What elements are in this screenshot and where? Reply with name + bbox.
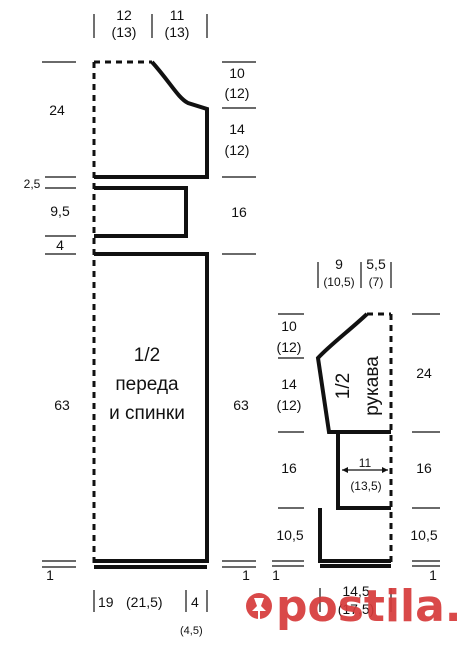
sleeve-left-14: 14 bbox=[281, 376, 297, 392]
sleeve-right-16: 16 bbox=[416, 460, 432, 476]
body-top-left: 12 bbox=[116, 7, 132, 23]
body-left-4: 4 bbox=[56, 237, 64, 253]
sleeve-width-value-alt: (13,5) bbox=[350, 479, 381, 493]
body-left-2-5: 2,5 bbox=[24, 177, 41, 191]
sleeve-top-right-alt: (7) bbox=[369, 275, 384, 289]
sleeve-top-left-alt: (10,5) bbox=[323, 275, 354, 289]
sleeve-left-10-5: 10,5 bbox=[276, 527, 303, 543]
body-right-10: 10 bbox=[229, 65, 245, 81]
body-right-14: 14 bbox=[229, 121, 245, 137]
sleeve-top-right: 5,5 bbox=[366, 256, 386, 272]
body-top-right-alt: (13) bbox=[165, 24, 190, 40]
sleeve-left-1: 1 bbox=[272, 567, 280, 583]
body-top-left-alt: (13) bbox=[112, 24, 137, 40]
body-armhole-outline bbox=[94, 60, 209, 179]
sleeve-body-outline bbox=[336, 432, 391, 510]
sleeve-right-24: 24 bbox=[416, 365, 432, 381]
body-bottom-side: 4 bbox=[191, 594, 199, 610]
body-left-9-5: 9,5 bbox=[50, 203, 70, 219]
sleeve-bottom-main-alt: (17,5) bbox=[338, 601, 375, 617]
body-labels: 1/2 переда и спинки 12 (13) 11 (13) 24 2… bbox=[24, 7, 250, 637]
pin-icon bbox=[246, 593, 272, 619]
sleeve-title-line1: 1/2 bbox=[333, 373, 354, 399]
body-left-1: 1 bbox=[46, 567, 54, 583]
body-bottom-side-alt: (4,5) bbox=[180, 625, 203, 637]
sleeve-piece bbox=[315, 312, 393, 568]
body-main-outline bbox=[94, 252, 209, 563]
body-reference-lines bbox=[42, 14, 256, 612]
body-left-63: 63 bbox=[54, 397, 70, 413]
sleeve-right-10-5: 10,5 bbox=[410, 527, 437, 543]
sleeve-left-16: 16 bbox=[281, 460, 297, 476]
body-top-right: 11 bbox=[170, 7, 185, 23]
sleeve-left-14-alt: (12) bbox=[277, 397, 302, 413]
body-yoke-band-outline bbox=[94, 186, 188, 238]
sleeve-right-1: 1 bbox=[429, 567, 437, 583]
sleeve-bottom-main: 14,5 bbox=[342, 583, 369, 599]
body-right-63: 63 bbox=[233, 397, 249, 413]
sleeve-labels: 1/2 рукава 9 (10,5) 5,5 (7) 10 (12) 14 (… bbox=[272, 256, 438, 617]
sleeve-cap-outline bbox=[315, 312, 391, 434]
body-right-16: 16 bbox=[231, 204, 247, 220]
body-right-10-alt: (12) bbox=[225, 85, 250, 101]
sleeve-title-line2: рукава bbox=[362, 356, 383, 416]
sleeve-reference-lines bbox=[272, 262, 440, 612]
sleeve-left-10: 10 bbox=[281, 318, 297, 334]
sleeve-cuff-outline bbox=[318, 508, 391, 563]
body-left-24: 24 bbox=[49, 102, 65, 118]
body-piece bbox=[92, 60, 209, 569]
sleeve-left-10-alt: (12) bbox=[277, 339, 302, 355]
body-right-1: 1 bbox=[242, 567, 250, 583]
body-title-line2: переда bbox=[115, 374, 179, 395]
body-title-line1: 1/2 bbox=[134, 345, 160, 366]
watermark-text: postila.ru bbox=[276, 581, 460, 632]
body-bottom-main: 19 bbox=[98, 594, 114, 610]
sleeve-top-left: 9 bbox=[335, 256, 343, 272]
body-title-line3: и спинки bbox=[109, 403, 185, 424]
body-bottom-main-alt: (21,5) bbox=[126, 594, 163, 610]
watermark: postila.ru bbox=[246, 581, 460, 632]
body-right-14-alt: (12) bbox=[225, 142, 250, 158]
sleeve-width-value: 11 bbox=[359, 456, 372, 470]
